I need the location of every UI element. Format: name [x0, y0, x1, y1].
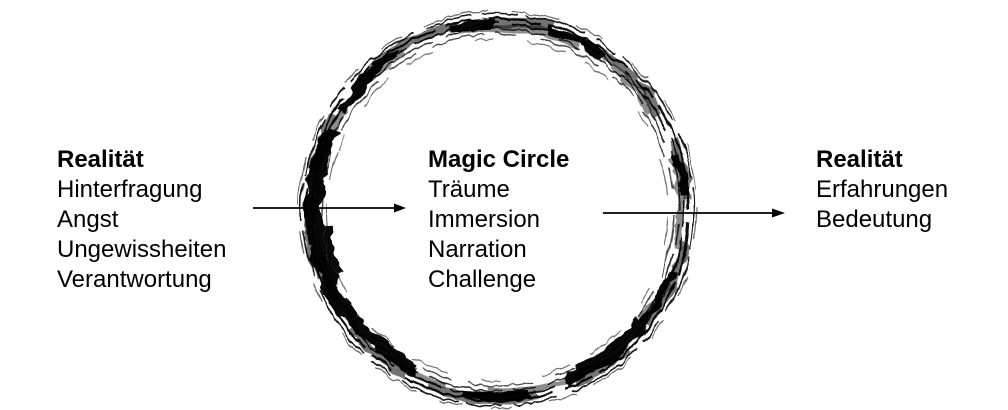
- magic-circle-title: Magic Circle: [428, 146, 570, 173]
- list-item: Verantwortung: [57, 266, 212, 293]
- list-item: Erfahrungen: [816, 176, 949, 203]
- list-item: Angst: [57, 206, 119, 233]
- reality-before-block: Realität Hinterfragung Angst Ungewisshei…: [57, 145, 226, 295]
- reality-after-title: Realität: [816, 146, 903, 173]
- list-item: Narration: [428, 236, 527, 263]
- reality-before-title: Realität: [57, 146, 144, 173]
- list-item: Ungewissheiten: [57, 236, 227, 263]
- magic-circle-block: Magic Circle Träume Immersion Narration …: [428, 145, 569, 295]
- list-item: Immersion: [428, 206, 541, 233]
- list-item: Hinterfragung: [57, 176, 203, 203]
- brush-ring-heavy-blobs: [306, 17, 688, 402]
- right-arrow-icon: [603, 208, 785, 218]
- reality-after-block: Realität Erfahrungen Bedeutung: [816, 145, 948, 235]
- list-item: Bedeutung: [816, 206, 933, 233]
- left-arrow-icon: [253, 203, 406, 213]
- brush-circle-drawing: [298, 10, 698, 410]
- list-item: Träume: [428, 176, 510, 203]
- list-item: Challenge: [428, 266, 537, 293]
